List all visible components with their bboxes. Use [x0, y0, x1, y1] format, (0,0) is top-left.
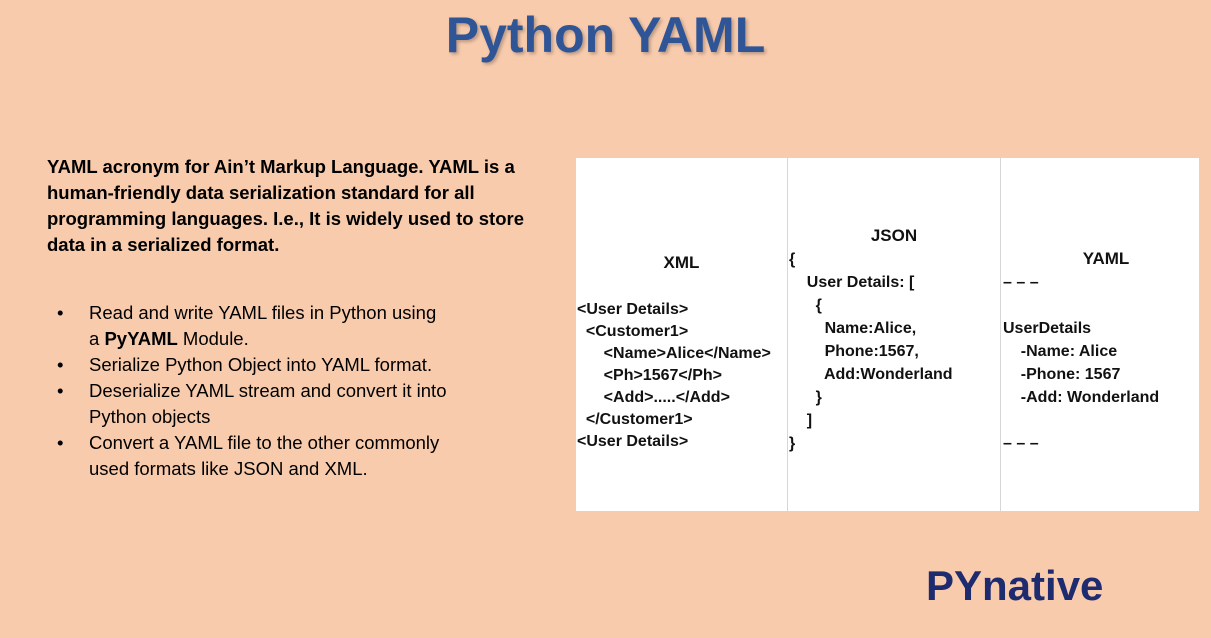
- json-line: {: [789, 251, 796, 268]
- json-line: {: [789, 297, 822, 314]
- bullet-icon: •: [57, 380, 64, 401]
- xml-column: XML <User Details> <Customer1> <Name>Ali…: [576, 158, 788, 511]
- json-line: Phone:1567,: [789, 343, 919, 360]
- json-line: Add:Wonderland: [789, 366, 953, 383]
- json-line: }: [789, 389, 822, 406]
- bullet-icon: •: [57, 354, 64, 375]
- list-item-text: Deserialize YAML stream and convert it i…: [89, 380, 447, 427]
- yaml-line: – – –: [1003, 435, 1039, 452]
- list-item-text-end: Module.: [177, 328, 249, 349]
- yaml-line: -Add: Wonderland: [1003, 389, 1160, 406]
- xml-line: <Customer1>: [577, 323, 689, 340]
- list-item-text: Convert a YAML file to the other commonl…: [89, 432, 440, 479]
- list-item-text: Serialize Python Object into YAML format…: [89, 354, 433, 375]
- bullet-icon: •: [57, 432, 64, 453]
- json-column: JSON { User Details: [ { Name:Alice, Pho…: [788, 158, 1001, 511]
- feature-list: • Read and write YAML files in Python us…: [47, 300, 447, 482]
- json-line: User Details: [: [789, 274, 915, 291]
- brand-logo: PYnative: [926, 562, 1104, 609]
- intro-paragraph: YAML acronym for Ain’t Markup Language. …: [47, 156, 524, 255]
- xml-line: <Ph>1567</Ph>: [577, 367, 722, 384]
- format-comparison-image: XML <User Details> <Customer1> <Name>Ali…: [576, 158, 1199, 511]
- yaml-heading: YAML: [1082, 249, 1130, 268]
- xml-line: <User Details>: [577, 433, 689, 450]
- page-title: Python YAML: [445, 7, 766, 63]
- list-item: • Deserialize YAML stream and convert it…: [47, 378, 447, 430]
- list-item-text: Read and write YAML files in Python usin…: [89, 302, 437, 349]
- yaml-line: -Phone: 1567: [1003, 366, 1121, 383]
- json-line: ]: [789, 412, 813, 429]
- list-item: • Serialize Python Object into YAML form…: [47, 352, 447, 378]
- json-line: Name:Alice,: [789, 320, 917, 337]
- json-line: }: [789, 435, 796, 452]
- xml-line: <Add>.....</Add>: [577, 389, 730, 406]
- xml-heading: XML: [663, 253, 700, 272]
- xml-line: <Name>Alice</Name>: [577, 345, 771, 362]
- xml-line: <User Details>: [577, 301, 689, 318]
- yaml-line: – – –: [1003, 274, 1039, 291]
- yaml-line: -Name: Alice: [1003, 343, 1118, 360]
- list-item: • Convert a YAML file to the other commo…: [47, 430, 447, 482]
- list-item-bold: PyYAML: [104, 328, 178, 349]
- list-item: • Read and write YAML files in Python us…: [47, 300, 447, 352]
- yaml-column: YAML – – – UserDetails -Name: Alice -Pho…: [1001, 158, 1199, 511]
- yaml-line: UserDetails: [1003, 320, 1092, 337]
- json-heading: JSON: [870, 226, 918, 245]
- bullet-icon: •: [57, 302, 64, 323]
- xml-line: </Customer1>: [577, 411, 693, 428]
